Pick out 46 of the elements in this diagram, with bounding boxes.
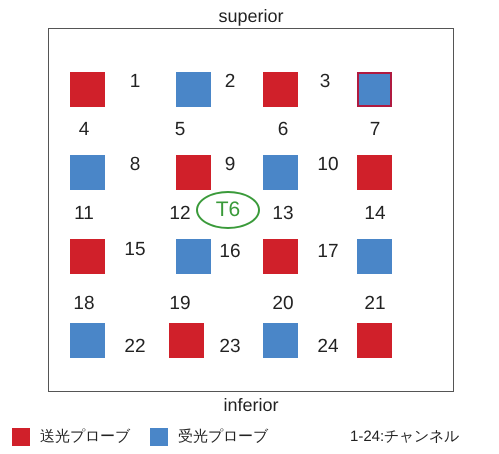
bottom-heading: inferior: [223, 395, 279, 415]
probe-square: [357, 155, 392, 190]
probe-square: [357, 239, 392, 274]
channel-number: 9: [224, 155, 236, 175]
channel-number: 15: [124, 240, 146, 260]
legend-label: 送光プローブ: [40, 428, 130, 446]
channel-number: 19: [169, 294, 191, 314]
note: 1-24:チャンネル: [350, 428, 460, 446]
channel-number: 11: [74, 204, 94, 224]
probe-square: [70, 72, 105, 107]
legend-label: 受光プローブ: [178, 428, 268, 446]
channel-number: 22: [124, 337, 146, 357]
probe-square: [176, 239, 211, 274]
channel-number: 18: [73, 294, 95, 314]
channel-number: 12: [169, 204, 191, 224]
probe-square: [263, 239, 298, 274]
channel-number: 16: [219, 242, 241, 262]
probe-square: [70, 323, 105, 358]
channel-number: 2: [224, 72, 236, 92]
channel-number: 1: [130, 72, 140, 92]
channel-number: 6: [278, 120, 288, 140]
probe-square: [70, 239, 105, 274]
probe-square: [263, 155, 298, 190]
probe-square: [70, 155, 105, 190]
probe-square: [176, 155, 211, 190]
channel-number: 23: [219, 337, 241, 357]
probe-square: [357, 323, 392, 358]
channel-number: 17: [317, 242, 339, 262]
channel-number: 7: [370, 120, 380, 140]
ellipse-marker: T6: [196, 191, 260, 229]
channel-number: 10: [317, 155, 339, 175]
channel-number: 5: [174, 120, 186, 140]
probe-square: [263, 323, 298, 358]
channel-number: 3: [320, 72, 330, 92]
channel-number: 13: [272, 204, 294, 224]
probe-square: [357, 72, 392, 107]
probe-square: [176, 72, 211, 107]
top-heading: superior: [218, 6, 284, 26]
channel-number: 20: [272, 294, 294, 314]
channel-number: 8: [130, 155, 140, 175]
probe-square: [263, 72, 298, 107]
probe-square: [169, 323, 204, 358]
channel-number: 24: [317, 337, 339, 357]
channel-number: 4: [78, 120, 90, 140]
channel-number: 14: [364, 204, 386, 224]
channel-number: 21: [364, 294, 386, 314]
